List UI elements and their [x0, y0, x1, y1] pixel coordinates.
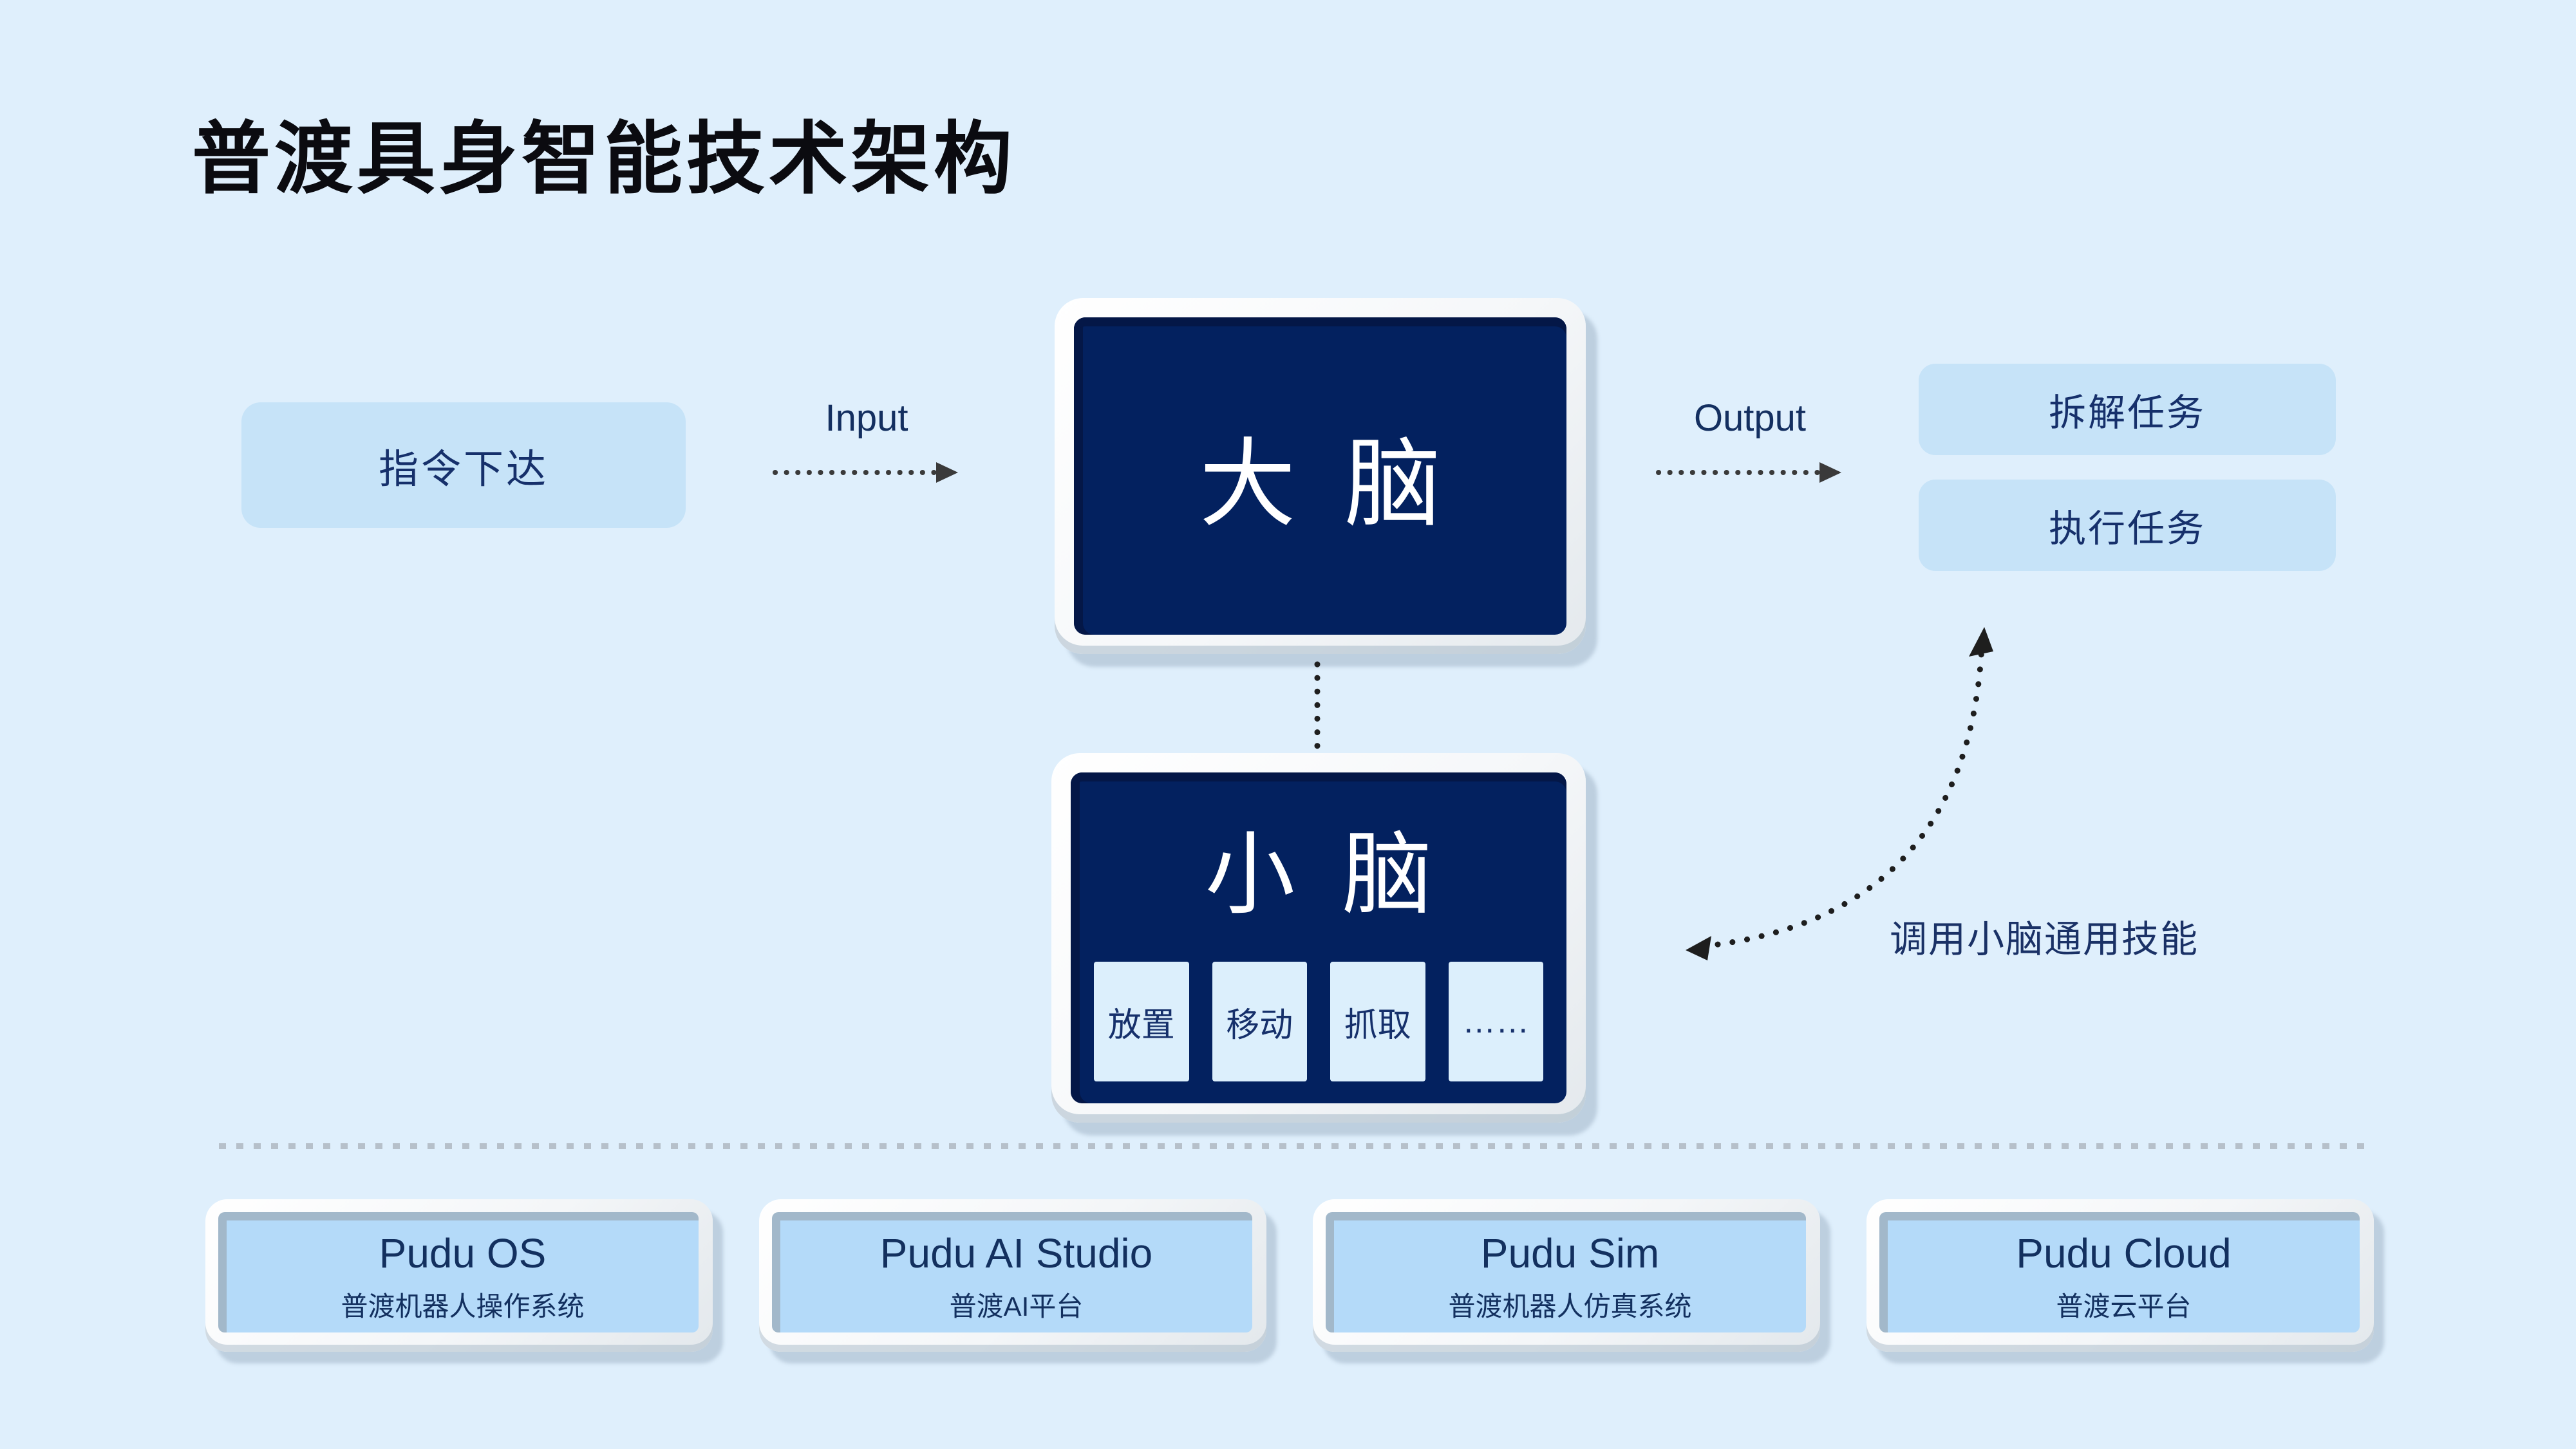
skill-box-ellipsis: …… — [1448, 962, 1543, 1081]
skills-row: 放置 移动 抓取 …… — [1094, 962, 1543, 1081]
command-box-label: 指令下达 — [378, 447, 549, 492]
skill-call-label: 调用小脑通用技能 — [1890, 919, 2199, 960]
task-box-execute: 执行任务 — [1919, 480, 2336, 571]
page-title: 普渡具身智能技术架构 — [192, 115, 1016, 203]
brain-label: 大 脑 — [1199, 430, 1442, 538]
input-label: Input — [825, 397, 908, 439]
brain-box-inner: 大 脑 — [1074, 317, 1566, 635]
platform-name: Pudu Cloud — [2016, 1229, 2232, 1276]
task-box-execute-label: 执行任务 — [2048, 508, 2206, 550]
skill-box-place: 放置 — [1094, 962, 1189, 1081]
task-box-decompose-label: 拆解任务 — [2048, 392, 2206, 434]
platform-name: Pudu OS — [379, 1229, 547, 1276]
skill-box-grab: 抓取 — [1330, 962, 1425, 1081]
cerebellum-box-inner: 小 脑 放置 移动 抓取 …… — [1071, 772, 1566, 1103]
platform-desc: 普渡云平台 — [2056, 1291, 2192, 1322]
platform-name: Pudu AI Studio — [879, 1229, 1153, 1276]
cerebellum-box: 小 脑 放置 移动 抓取 …… — [1051, 753, 1586, 1123]
platform-desc: 普渡AI平台 — [949, 1291, 1084, 1322]
input-arrow-icon — [773, 462, 958, 483]
skill-box-move: 移动 — [1212, 962, 1307, 1081]
platform-desc: 普渡机器人仿真系统 — [1448, 1291, 1692, 1322]
skill-call-arrow — [1686, 627, 1993, 960]
task-box-decompose: 拆解任务 — [1919, 364, 2336, 455]
output-arrow-icon — [1656, 462, 1841, 483]
section-divider — [219, 1143, 2364, 1149]
command-box: 指令下达 — [241, 402, 686, 528]
brain-box: 大 脑 — [1055, 298, 1586, 654]
platform-card-pudu-ai-studio: Pudu AI Studio 普渡AI平台 — [759, 1199, 1266, 1352]
platform-desc: 普渡机器人操作系统 — [341, 1291, 585, 1322]
platform-card-inner: Pudu Sim 普渡机器人仿真系统 — [1326, 1212, 1806, 1332]
platform-card-inner: Pudu AI Studio 普渡AI平台 — [772, 1212, 1252, 1332]
platform-card-pudu-cloud: Pudu Cloud 普渡云平台 — [1866, 1199, 2374, 1352]
platform-card-inner: Pudu Cloud 普渡云平台 — [1879, 1212, 2360, 1332]
platform-card-pudu-sim: Pudu Sim 普渡机器人仿真系统 — [1313, 1199, 1820, 1352]
platform-name: Pudu Sim — [1480, 1229, 1660, 1276]
output-label: Output — [1693, 397, 1807, 439]
brain-cerebellum-connector — [1314, 661, 1321, 753]
cerebellum-label: 小 脑 — [1205, 824, 1433, 925]
platform-card-inner: Pudu OS 普渡机器人操作系统 — [218, 1212, 699, 1332]
platform-card-pudu-os: Pudu OS 普渡机器人操作系统 — [205, 1199, 713, 1352]
